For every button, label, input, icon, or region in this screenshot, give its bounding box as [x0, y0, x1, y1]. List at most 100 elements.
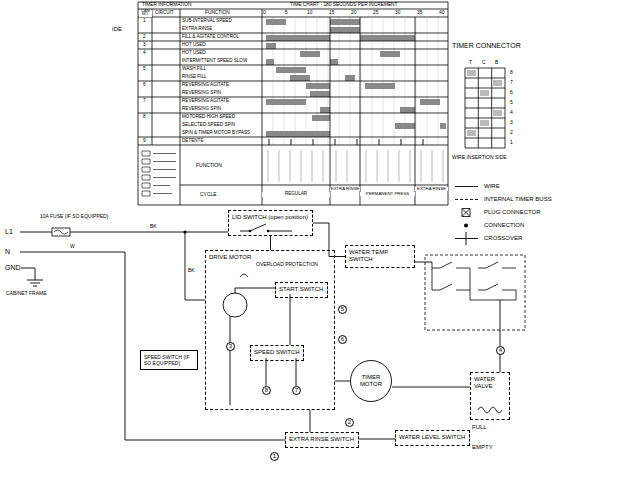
- legend-plug-sample: [462, 209, 470, 217]
- label-text: CYCLE: [200, 192, 217, 197]
- label-text: REVERSING AGITATE: [182, 99, 229, 104]
- connection-dot: [183, 230, 186, 233]
- speed-switch-note: SPEED SWITCH (IF SO EQUIPPED): [140, 350, 198, 370]
- label-text: SPIN & TIMER MOTOR BYPASS: [182, 131, 250, 136]
- label-text: REGULAR: [262, 192, 330, 197]
- legend-text: WIRE: [484, 183, 500, 189]
- label-text: 5: [143, 67, 146, 72]
- legend-text: INTERNAL TIMER BUSS: [484, 196, 552, 202]
- label-text: 10: [307, 11, 312, 16]
- label-text: MOTORED HIGH SPEED: [182, 115, 235, 120]
- label-text: 4: [143, 51, 146, 56]
- label-text: T: [469, 60, 472, 65]
- label-text: CABINET FRAME: [6, 291, 46, 296]
- switch-terminal: [267, 230, 270, 233]
- label-text: GND: [5, 264, 21, 271]
- callout-number: 5: [338, 305, 347, 314]
- extra-rinse-switch-box: EXTRA RINSE SWITCH: [285, 432, 359, 448]
- label-text: 2: [510, 130, 513, 135]
- node-text: DRIVE MOTOR: [209, 254, 251, 261]
- legend-entry: WIRE: [484, 180, 552, 193]
- table-key-symbols: [142, 151, 176, 196]
- switch-terminal: [249, 230, 252, 233]
- callout-number: 4: [496, 346, 505, 355]
- label-text: EMPTY: [472, 444, 493, 450]
- label-text: IDE: [112, 26, 122, 32]
- legend: WIRE INTERNAL TIMER BUSS PLUG CONNECTOR CON…: [484, 180, 552, 245]
- label-text: 20: [351, 11, 356, 16]
- lid-switch-contact: [240, 224, 292, 231]
- label-text: N: [5, 248, 10, 255]
- label-text: EXTRA RINSE: [415, 187, 448, 191]
- node-text: WATER VALVE: [474, 376, 506, 390]
- temp-switch-box: WATER TEMP SWITCH: [345, 245, 415, 268]
- legend-entry: PLUG CONNECTOR: [484, 206, 552, 219]
- callout-number: 8: [262, 386, 271, 395]
- timer-chart-bars: [266, 19, 446, 145]
- node-text: EXTRA RINSE SWITCH: [289, 436, 354, 443]
- wire-connector: [359, 439, 395, 440]
- label-text: 6: [510, 90, 513, 95]
- label-text: 3: [143, 43, 146, 48]
- callout-number: 2: [345, 418, 354, 427]
- drive-motor-box: DRIVE MOTOR START SWITCH SPEED SWITCH: [205, 250, 335, 410]
- timer-connector-grid: [465, 68, 505, 148]
- node-text: START SWITCH: [279, 286, 323, 293]
- label-text: RINSE FILL: [182, 75, 207, 80]
- legend-connection-sample: [464, 224, 468, 228]
- label-text: FUNCTION: [196, 163, 222, 168]
- label-text: BK: [188, 268, 195, 273]
- label-text: C: [482, 60, 486, 65]
- callout-number: 3: [226, 342, 235, 351]
- callout-number: 6: [338, 335, 347, 344]
- speed-switch-box: SPEED SWITCH: [250, 345, 304, 361]
- label-text: FULL: [472, 424, 487, 430]
- node-text: WATER LEVEL SWITCH: [399, 434, 465, 441]
- label-text: PERMANENT PRESS: [360, 192, 415, 196]
- label-text: 10A FUSE (IF SO EQUIPPED): [40, 214, 108, 219]
- legend-crossover-sample: [455, 232, 478, 245]
- callout-number: 7: [292, 386, 301, 395]
- label-text: 5: [510, 100, 513, 105]
- label-text: 4: [510, 110, 513, 115]
- wire-connector: [310, 410, 311, 432]
- label-text: HOT USED: [182, 51, 206, 56]
- label-text: TIME CHART - 180 SECONDS PER INCREMENT: [290, 3, 398, 8]
- fuse-symbol: [52, 228, 70, 236]
- wire-connector: [392, 387, 470, 388]
- water-level-switch-box: WATER LEVEL SWITCH: [395, 430, 470, 446]
- legend-buss-sample: [455, 199, 478, 200]
- water-valve-box: WATER VALVE: [470, 372, 510, 420]
- label-text: CAM NO.: [139, 10, 152, 18]
- label-text: 3: [510, 120, 513, 125]
- node-text: LID SWITCH (open position): [232, 214, 308, 221]
- label-text: 1: [143, 19, 146, 24]
- wire-connector: [313, 223, 345, 257]
- node-text: SPEED SWITCH (IF SO EQUIPPED): [144, 354, 194, 366]
- label-text: EXTRA RINSE: [182, 27, 212, 32]
- label-text: DETENTE: [182, 139, 203, 144]
- timer-connector-pins: [467, 70, 502, 136]
- legend-text: CROSSOVER: [484, 235, 522, 241]
- lid-switch-box: LID SWITCH (open position): [228, 210, 313, 236]
- label-text: 30: [395, 11, 400, 16]
- legend-entry: CONNECTION: [484, 219, 552, 232]
- label-text: WASH FILL: [182, 67, 206, 72]
- label-text: FUNCTION: [205, 11, 230, 16]
- label-text: L1: [5, 228, 13, 235]
- label-text: REVERSING AGITATE: [182, 83, 229, 88]
- overload-symbol: [240, 274, 248, 277]
- label-text: 25: [373, 11, 378, 16]
- label-text: HOT USED: [182, 43, 206, 48]
- legend-text: CONNECTION: [484, 222, 524, 228]
- label-text: REVERSING SPIN: [182, 91, 221, 96]
- timer-contact-bank: [425, 255, 525, 330]
- chart-key-ticks: [268, 150, 443, 182]
- label-text: FILL & AGITATE CONTROL: [182, 35, 239, 40]
- node-text: SPEED SWITCH: [254, 349, 300, 356]
- legend-wire-sample: [455, 186, 478, 187]
- fuse-element: [54, 230, 68, 234]
